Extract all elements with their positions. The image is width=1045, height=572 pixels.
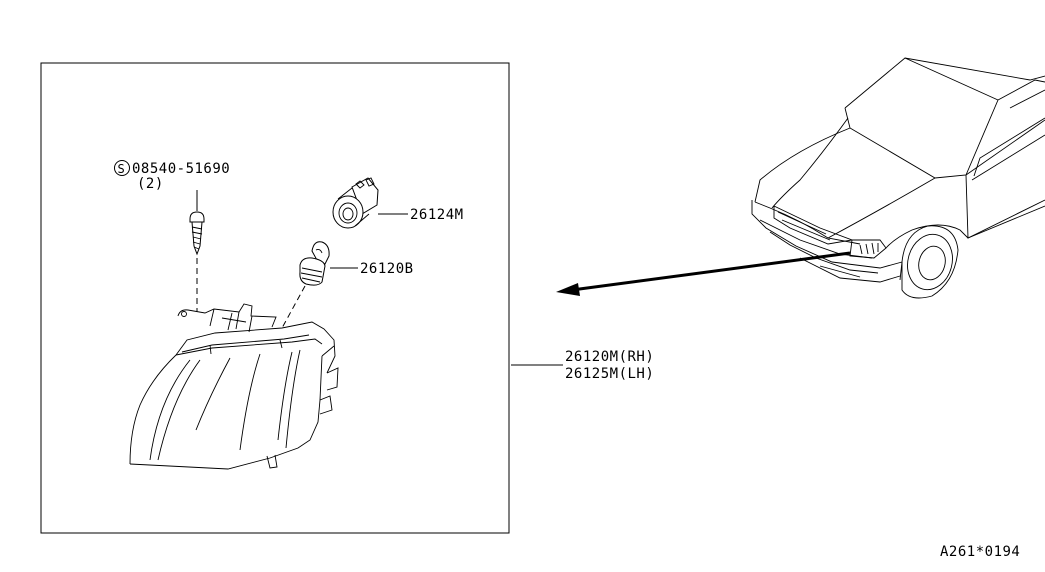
lamp-lh-part-number: 26125M(LH) xyxy=(565,366,654,382)
bulb-icon xyxy=(299,241,330,286)
parts-frame xyxy=(40,62,510,534)
screw-icon xyxy=(189,211,205,256)
socket-icon xyxy=(332,177,379,229)
screw-quantity: (2) xyxy=(137,176,164,192)
bulb-mount-line xyxy=(281,285,306,329)
svg-text:S: S xyxy=(118,162,126,176)
lamp-rh-part-number: 26120M(RH) xyxy=(565,349,654,365)
location-arrow-icon xyxy=(556,251,851,296)
socket-part-number: 26124M xyxy=(410,207,464,223)
lamp-assembly-icon xyxy=(129,303,339,470)
bulb-part-number: 26120B xyxy=(360,261,414,277)
s-symbol-icon: S xyxy=(114,160,130,176)
car-front-icon xyxy=(751,57,1045,299)
screw-part-number: 08540-51690 xyxy=(132,161,230,177)
diagram-code: A261*0194 xyxy=(940,544,1020,560)
